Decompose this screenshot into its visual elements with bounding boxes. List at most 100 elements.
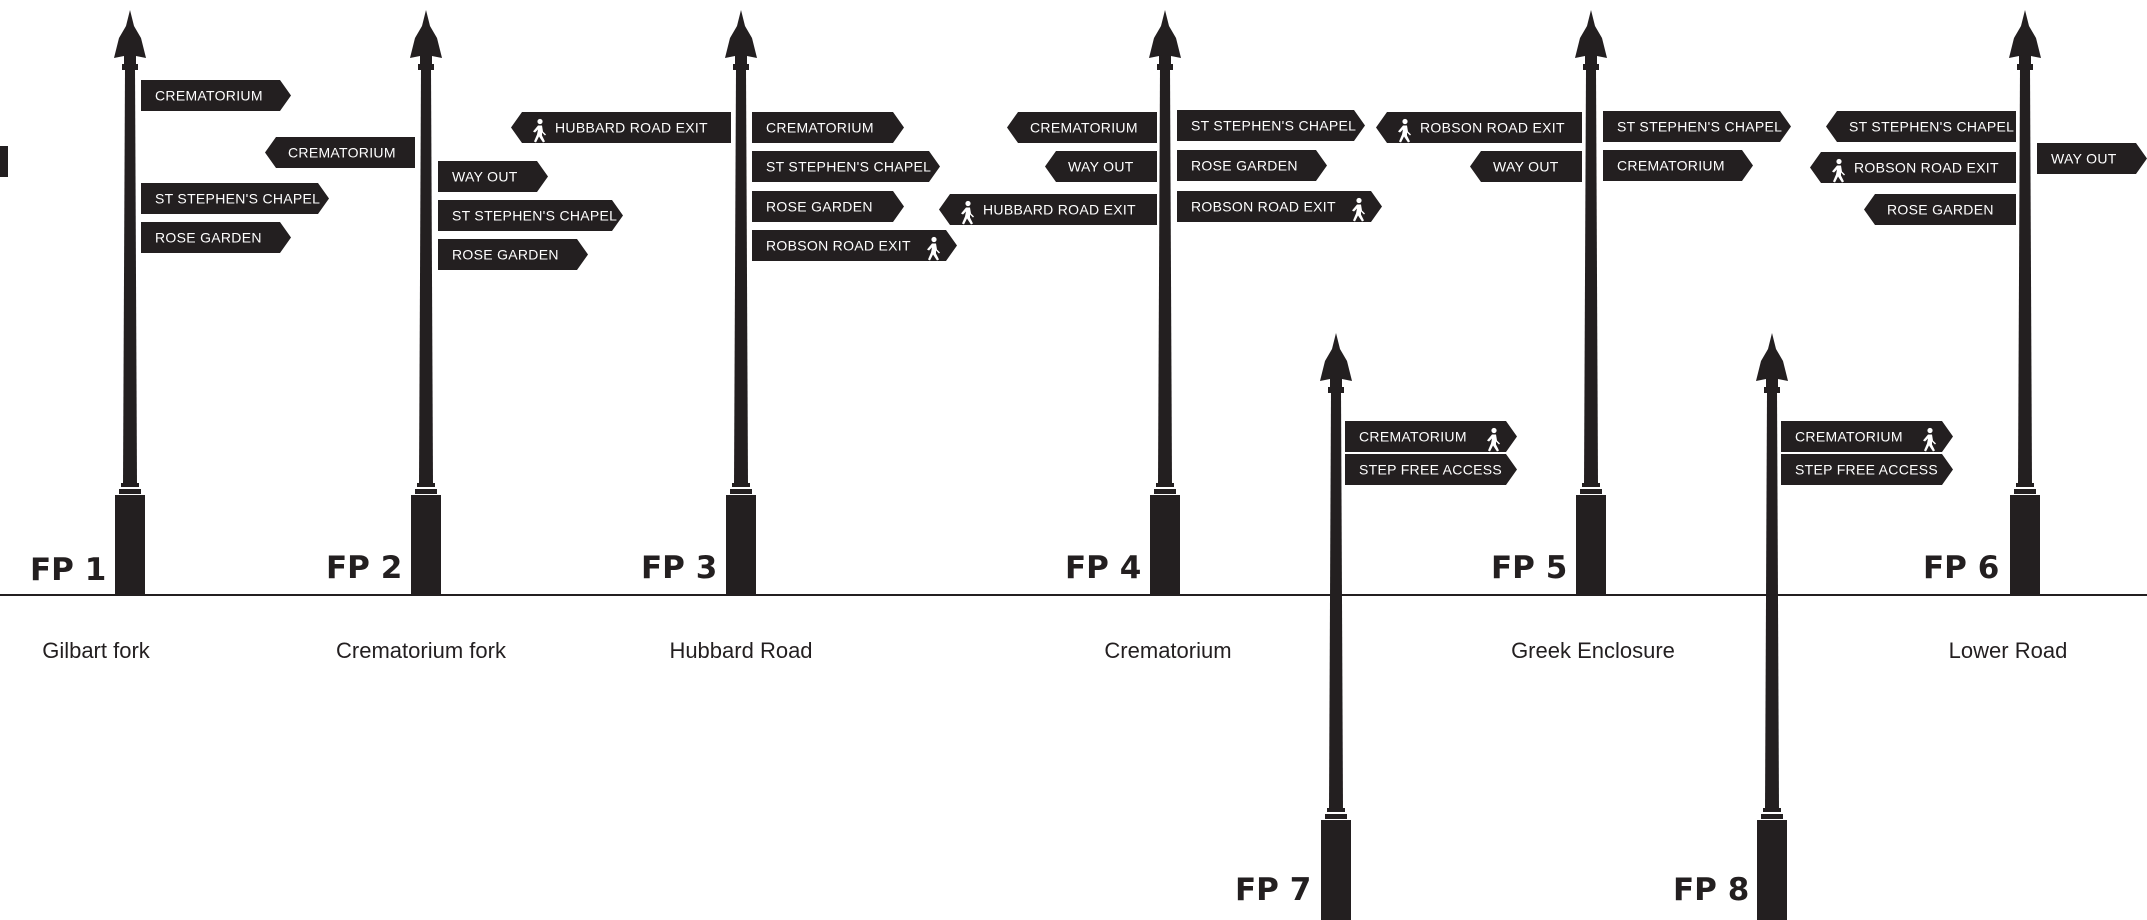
sign-arrow-shape	[1603, 150, 1753, 181]
sign-left: CREMATORIUM	[1007, 112, 1157, 143]
sign-arrow-shape	[1810, 152, 2016, 183]
finial	[1575, 10, 1607, 68]
location-label: Lower Road	[1949, 638, 2068, 663]
fingerpost-label: FP 6	[1923, 550, 1999, 586]
sign-arrow-shape	[1345, 421, 1517, 452]
pedestrian-icon	[961, 200, 974, 225]
sign-arrow-shape	[1470, 151, 1582, 182]
sign-label: ROBSON ROAD EXIT	[766, 238, 911, 254]
pole-ring	[1763, 808, 1781, 812]
sign-label: ROSE GARDEN	[1191, 158, 1298, 174]
sign-label: ST STEPHEN'S CHAPEL	[766, 159, 931, 175]
pole-collar	[733, 64, 749, 70]
pole-shaft	[1584, 68, 1598, 485]
pole-collar	[1764, 387, 1780, 393]
fingerpost-fp5: ROBSON ROAD EXIT ST STEPHEN'S CHAPEL WAY O…	[1376, 10, 1791, 663]
posts-layer: CREMATORIUM WAY OUT ST STEPHEN'S CHAPEL ROS…	[0, 10, 2147, 920]
sign-arrow-shape	[1177, 110, 1365, 141]
sign-arrow-shape	[1345, 454, 1517, 485]
pole-shaft	[2018, 68, 2032, 485]
sign-label: WAY OUT	[2051, 151, 2117, 167]
sign-left: WAY OUT	[1470, 151, 1582, 182]
sign-label: CREMATORIUM	[1030, 120, 1138, 136]
location-label: Hubbard Road	[669, 638, 812, 663]
sign-label: ROBSON ROAD EXIT	[1191, 199, 1336, 215]
pole-collar	[122, 64, 138, 70]
sign-right: WAY OUT	[2037, 143, 2147, 174]
sign-label: ROSE GARDEN	[766, 199, 873, 215]
finial	[2009, 10, 2041, 68]
sign-arrow-shape	[1781, 421, 1953, 452]
pole-base	[2010, 495, 2040, 595]
sign-label: CREMATORIUM	[155, 88, 263, 104]
sign-left: ROBSON ROAD EXIT	[1376, 112, 1582, 143]
sign-arrow-shape	[1045, 151, 1157, 182]
sign-right: STEP FREE ACCESS	[1781, 454, 1953, 485]
finial	[1756, 333, 1788, 391]
sign-right: ROSE GARDEN	[752, 191, 904, 222]
sign-label: ROSE GARDEN	[452, 247, 559, 263]
sign-label: WAY OUT	[1493, 159, 1559, 175]
pole-ring	[119, 489, 141, 494]
sign-label: CREMATORIUM	[1795, 429, 1903, 445]
sign-arrow-shape	[141, 222, 291, 253]
pole-ring	[732, 483, 750, 487]
sign-left: HUBBARD ROAD EXIT	[511, 112, 731, 143]
sign-label: ROBSON ROAD EXIT	[1420, 120, 1565, 136]
pole-shaft	[123, 68, 137, 485]
sign-right: ST STEPHEN'S CHAPEL	[1177, 110, 1365, 141]
pole-ring	[1327, 808, 1345, 812]
sign-right: CREMATORIUM	[141, 80, 291, 111]
sign-arrow-shape	[141, 80, 291, 111]
pole-shaft	[1329, 391, 1343, 810]
pole-ring	[1325, 814, 1347, 819]
sign-arrow-shape	[265, 137, 415, 168]
sign-arrow-shape	[1177, 150, 1327, 181]
pedestrian-icon	[533, 118, 546, 143]
finial	[1320, 333, 1352, 391]
sign-left: WAY OUT	[0, 146, 8, 177]
sign-arrow-shape	[1007, 112, 1157, 143]
pole-collar	[418, 64, 434, 70]
sign-label: STEP FREE ACCESS	[1795, 462, 1938, 478]
finial	[114, 10, 146, 68]
pedestrian-icon	[1923, 427, 1936, 452]
sign-right: CREMATORIUM	[752, 112, 904, 143]
pole-ring	[415, 489, 437, 494]
fingerpost-label: FP 1	[30, 552, 106, 588]
sign-label: ST STEPHEN'S CHAPEL	[155, 191, 320, 207]
pole-base	[1757, 820, 1787, 920]
pedestrian-icon	[927, 236, 940, 261]
pole-ring	[2016, 483, 2034, 487]
sign-right: ST STEPHEN'S CHAPEL	[1603, 111, 1791, 142]
pole-base	[1321, 820, 1351, 920]
pole-ring	[730, 489, 752, 494]
fingerpost-label: FP 7	[1235, 872, 1311, 908]
pole-ring	[2014, 489, 2036, 494]
sign-arrow-shape	[1864, 194, 2016, 225]
sign-right: ST STEPHEN'S CHAPEL	[438, 200, 623, 231]
sign-right: CREMATORIUM	[1603, 150, 1753, 181]
sign-label: WAY OUT	[1068, 159, 1134, 175]
sign-arrow-shape	[438, 161, 548, 192]
sign-arrow-shape	[1603, 111, 1791, 142]
sign-arrow-shape	[939, 194, 1157, 225]
fingerpost-label: FP 8	[1673, 872, 1749, 908]
sign-arrow-shape	[438, 239, 588, 270]
sign-label: CREMATORIUM	[766, 120, 874, 136]
pole-ring	[121, 483, 139, 487]
sign-label: WAY OUT	[452, 169, 518, 185]
sign-right: CREMATORIUM	[1781, 421, 1953, 452]
sign-label: ST STEPHEN'S CHAPEL	[1849, 119, 2014, 135]
fingerpost-label: FP 4	[1065, 550, 1141, 586]
pedestrian-icon	[1352, 197, 1365, 222]
pole-base	[115, 495, 145, 595]
pedestrian-icon	[1487, 427, 1500, 452]
pole-ring	[1580, 489, 1602, 494]
sign-left: ST STEPHEN'S CHAPEL	[1826, 111, 2016, 142]
sign-label: ROSE GARDEN	[1887, 202, 1994, 218]
location-label: Greek Enclosure	[1511, 638, 1675, 663]
fingerpost-fp3: HUBBARD ROAD EXIT CREMATORIUM ST STEPHEN'S…	[511, 10, 957, 663]
location-label: Gilbart fork	[42, 638, 151, 663]
sign-left: HUBBARD ROAD EXIT	[939, 194, 1157, 225]
